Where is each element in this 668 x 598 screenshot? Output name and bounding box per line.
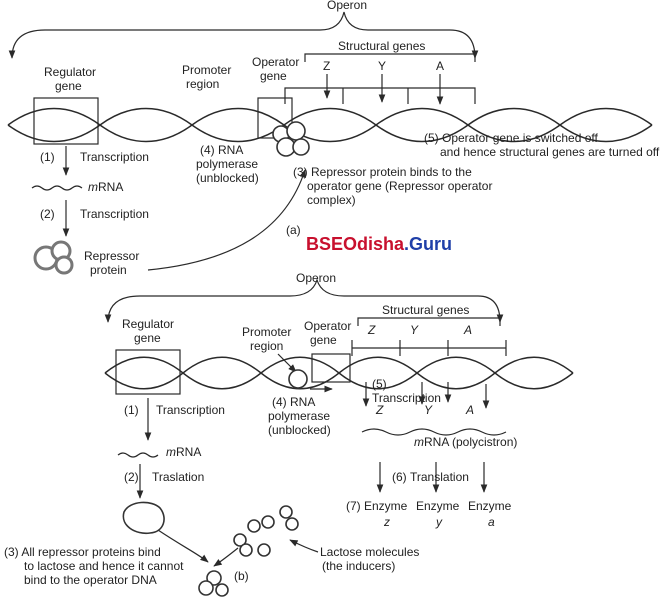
gene-z-label-b: Z [367, 323, 376, 337]
dna-strand-a-1 [7, 107, 653, 143]
structural-genes-label-a: Structural genes [338, 39, 425, 53]
gene-y-label-a: Y [378, 59, 386, 73]
regulator-label-a: Regulator [44, 65, 96, 79]
repressor-binding-arrow-a [147, 169, 306, 271]
promoter-label-b: Promoter [242, 325, 291, 339]
transcript-a-label: A [465, 403, 474, 417]
step1-label-b: (1) [124, 403, 139, 417]
gene-y-label-b: Y [410, 323, 419, 337]
step7-label: (7) [346, 499, 361, 513]
rna-pol-label-a-2: polymerase [196, 157, 258, 171]
operator-label-b-2: gene [310, 333, 337, 347]
lactose-label: Lactose molecules [320, 545, 419, 559]
step5-label-a-2: and hence structural genes are turned of… [440, 145, 660, 159]
gene-segments-b [351, 340, 507, 356]
operon-label-a: Operon [327, 0, 367, 12]
rna-pol-label-a-3: (unblocked) [196, 171, 259, 185]
enzyme-a-label: a [488, 515, 495, 529]
translation-label-b-6: Translation [410, 470, 469, 484]
step3-label-a: (3) Repressor protein binds to the [293, 165, 472, 179]
gene-a-label-b: A [463, 323, 472, 337]
promoter-label-a: Promoter [182, 63, 231, 77]
enzyme-label-2: Enzyme [416, 499, 460, 513]
panel-a-label: (a) [286, 223, 301, 237]
dna-strand-a-2 [7, 107, 653, 143]
step2-label-b: (2) [124, 470, 139, 484]
regulator-gene-box-a [33, 97, 99, 145]
dna-strand-b-2 [104, 356, 574, 390]
step2-label-a: (2) [40, 207, 55, 221]
transcript-z-label: Z [375, 403, 384, 417]
repressor-lactose-complex [198, 570, 229, 597]
transcription-label-a-1: Transcription [80, 150, 149, 164]
mrna-label-a: mRNA [88, 180, 123, 194]
repressor-to-complex-arrow [157, 529, 209, 563]
step3-label-b: (3) All repressor proteins bind [4, 545, 161, 559]
panel-b: Operon Structural genes Z Y A Regulator … [4, 271, 574, 597]
promoter-arrow-b [277, 353, 297, 373]
repressor-label-a-2: protein [90, 263, 127, 277]
step3-label-b-3: bind to the operator DNA [24, 573, 157, 587]
structural-genes-label-b: Structural genes [382, 303, 469, 317]
repressor-protein-a [33, 240, 74, 275]
regulator-gene-box-b [115, 349, 181, 395]
lactose-label-2: (the inducers) [322, 559, 395, 573]
panel-a: Operon Structural genes Z Y A Regulator … [7, 0, 660, 277]
mrna-squiggle-a [31, 185, 83, 191]
operator-label-b: Operator [304, 319, 351, 333]
panel-b-label: (b) [234, 569, 249, 583]
structural-genes-bracket-b [357, 317, 501, 326]
structural-genes-bracket-a [304, 53, 476, 62]
rna-pol-label-b-3: (unblocked) [268, 423, 331, 437]
enzyme-label-3: Enzyme [468, 499, 512, 513]
enzyme-z-label: z [383, 515, 390, 529]
repressor-protein-b [122, 501, 165, 535]
polycistron-squiggle [361, 428, 507, 436]
enzyme-y-label: y [435, 515, 443, 529]
rna-pol-label-b: (4) RNA [272, 395, 315, 409]
lactose-molecules [233, 505, 299, 557]
operator-gene-box-b [311, 353, 351, 383]
rna-pol-label-b-2: polymerase [268, 409, 330, 423]
gene-a-label-a: A [436, 59, 444, 73]
gene-z-label-a: Z [323, 59, 330, 73]
lactose-label-arrow [289, 539, 319, 553]
enzyme-label-1: Enzyme [364, 499, 408, 513]
bound-repressor-a [272, 121, 310, 157]
operator-label-a-2: gene [260, 69, 287, 83]
operon-bracket-b [104, 277, 504, 323]
regulator-label-a-2: gene [55, 79, 82, 93]
gene-segments-a [284, 87, 476, 104]
polycistron-label: mRNA (polycistron) [414, 435, 517, 449]
promoter-label-b-2: region [250, 339, 283, 353]
operator-label-a: Operator [252, 55, 299, 69]
regulator-label-b: Regulator [122, 317, 174, 331]
mrna-label-b: mRNA [166, 445, 201, 459]
step1-label-a: (1) [40, 150, 55, 164]
rna-polymerase-b [288, 369, 308, 389]
translation-label-b-2: Traslation [152, 470, 204, 484]
rna-pol-label-a: (4) RNA [200, 143, 243, 157]
transcript-y-label: Y [424, 403, 433, 417]
step5-label-a: (5) Operator gene is switched off [424, 131, 599, 145]
step6-label: (6) [392, 470, 407, 484]
transcription-label-a-2: Transcription [80, 207, 149, 221]
step3-label-a-3: complex) [307, 193, 356, 207]
transcription-label-b-1: Transcription [156, 403, 225, 417]
promoter-label-a-2: region [186, 77, 219, 91]
operon-bracket-a [8, 11, 479, 59]
repressor-label-a: Repressor [84, 249, 139, 263]
step3-label-a-2: operator gene (Repressor operator [307, 179, 492, 193]
step3-label-b-2: to lactose and hence it cannot [24, 559, 184, 573]
lactose-to-complex-arrow [213, 547, 239, 567]
step5-label-b: (5) [372, 377, 387, 391]
site-watermark: BSEOdisha.Guru [306, 234, 452, 254]
operon-label-b: Operon [296, 271, 336, 285]
regulator-label-b-2: gene [134, 331, 161, 345]
mrna-squiggle-b [117, 452, 159, 458]
